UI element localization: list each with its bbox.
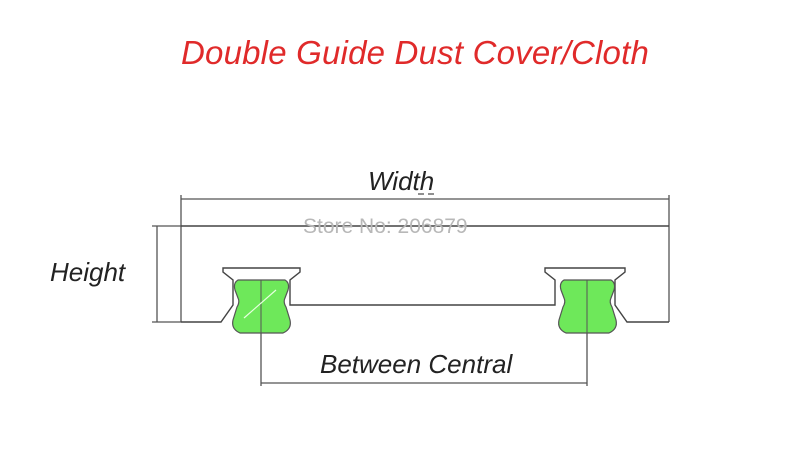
height-label: Height	[50, 257, 126, 287]
between-central-label: Between Central	[320, 349, 513, 379]
height-dimension	[152, 225, 181, 323]
width-dimension	[180, 193, 670, 322]
cover-outline	[181, 225, 669, 323]
rail-left	[232, 279, 291, 334]
between-central-dimension	[260, 333, 588, 386]
rail-right	[558, 279, 617, 334]
store-watermark: Store No: 206879	[303, 215, 468, 238]
diagram-title: Double Guide Dust Cover/Cloth	[180, 34, 650, 71]
width-label: Width	[368, 166, 435, 196]
